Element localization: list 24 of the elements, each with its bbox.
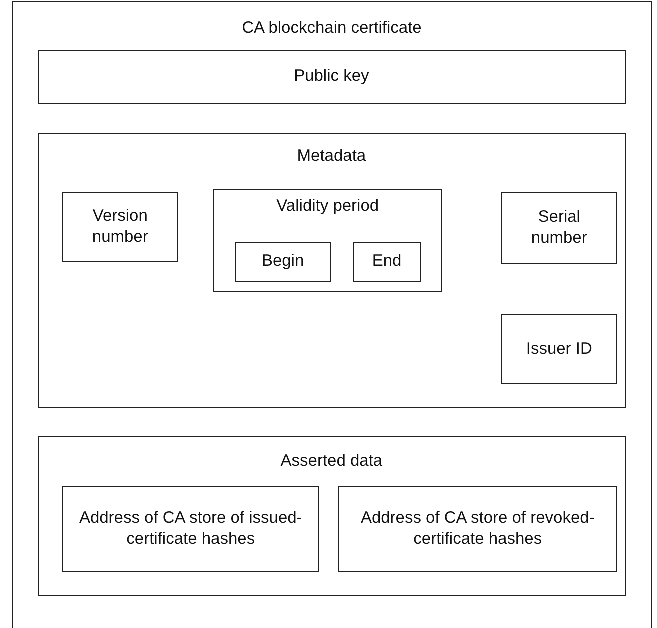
group-title: CA blockchain certificate	[242, 18, 422, 39]
group-title: Asserted data	[280, 450, 383, 472]
field-label: Address of CA store of revoked-certificate hashes	[360, 508, 596, 550]
field-label: Begin	[262, 251, 304, 272]
field-label: Version number	[91, 206, 150, 248]
field-label: Public key	[294, 66, 370, 87]
field-box	[235, 242, 332, 282]
field-box	[501, 314, 618, 384]
group-box	[38, 132, 626, 408]
field-label: End	[372, 251, 402, 272]
field-label: Address of CA store of issued-certificate hashes	[78, 508, 304, 550]
field-box	[501, 192, 618, 264]
field-box	[338, 486, 618, 572]
field-label: Issuer ID	[526, 338, 592, 360]
field-box	[353, 242, 422, 282]
field-box	[62, 192, 178, 262]
group-title: Validity period	[276, 196, 380, 218]
field-label: Serial number	[530, 206, 588, 250]
group-title: Metadata	[297, 146, 366, 167]
group-box	[38, 436, 626, 596]
group-box	[213, 189, 442, 292]
group-box	[12, 1, 652, 628]
field-box	[38, 50, 626, 104]
field-box	[62, 486, 320, 572]
